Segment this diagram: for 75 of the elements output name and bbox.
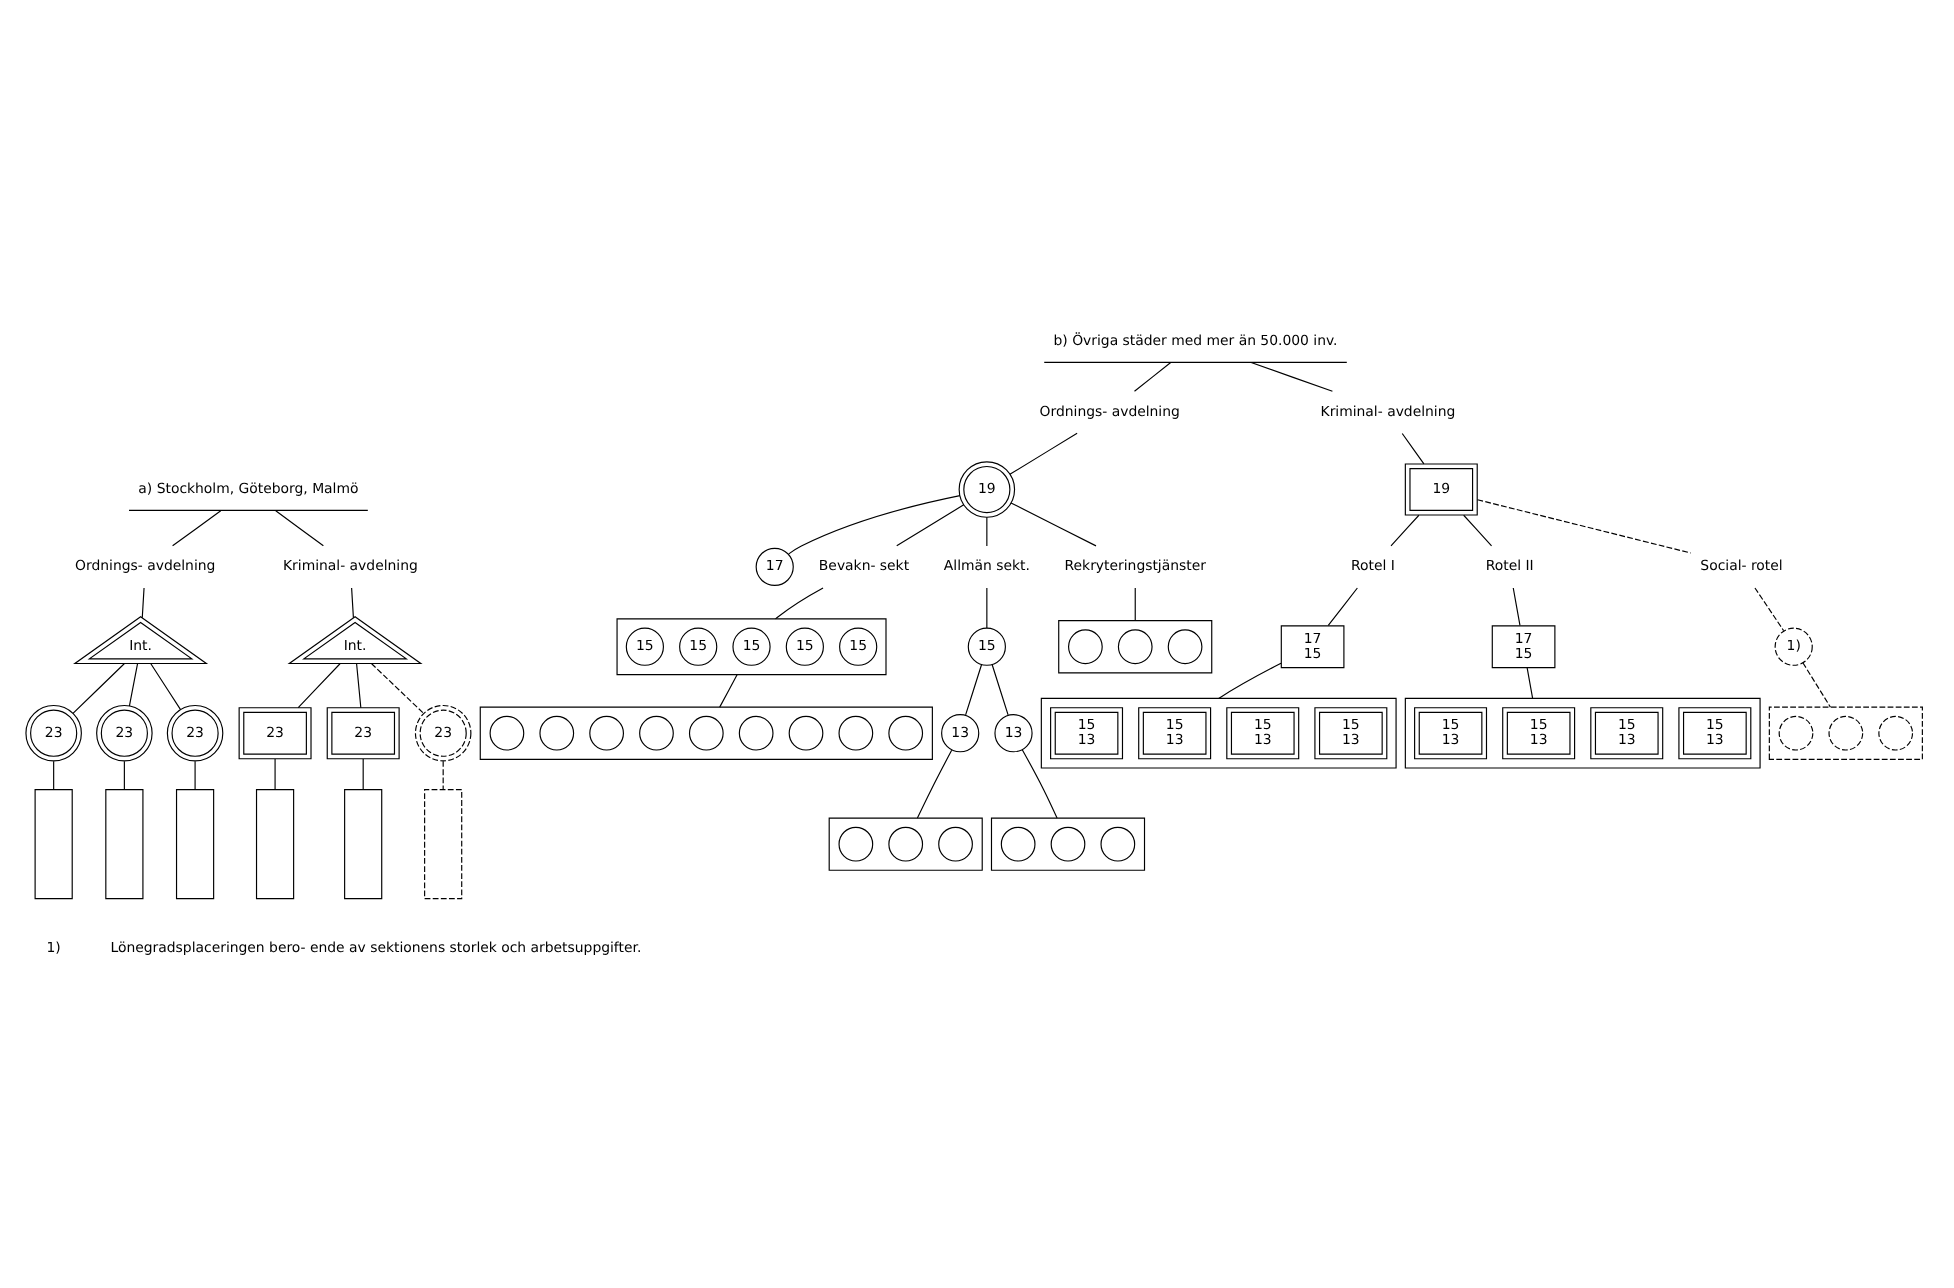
connector bbox=[72, 662, 125, 713]
cluster bbox=[1058, 619, 1213, 673]
connector bbox=[986, 515, 988, 546]
connector bbox=[371, 662, 425, 713]
connector bbox=[1476, 498, 1692, 553]
node-circle bbox=[888, 825, 924, 861]
node-box bbox=[424, 788, 463, 899]
connector bbox=[1021, 748, 1058, 818]
node-circle bbox=[539, 714, 575, 750]
connector bbox=[965, 662, 983, 715]
node-circle bbox=[838, 714, 874, 750]
node-box bbox=[344, 788, 383, 899]
node-circle bbox=[639, 714, 674, 750]
cluster bbox=[616, 617, 887, 675]
node-circle bbox=[688, 714, 724, 750]
connector bbox=[1133, 360, 1172, 391]
connector bbox=[788, 494, 961, 554]
connector bbox=[1802, 661, 1831, 707]
connector bbox=[141, 586, 145, 618]
node-circle bbox=[1778, 714, 1814, 750]
connector bbox=[1250, 360, 1333, 391]
connector bbox=[442, 759, 444, 789]
connector bbox=[356, 662, 362, 708]
node-circle bbox=[589, 714, 624, 750]
connector bbox=[351, 586, 354, 618]
node-circle bbox=[1828, 714, 1864, 750]
node-circle bbox=[888, 714, 924, 750]
connector bbox=[916, 748, 953, 818]
connector bbox=[1512, 586, 1521, 625]
connector bbox=[1390, 513, 1420, 546]
cluster bbox=[990, 816, 1146, 870]
node-circle bbox=[788, 714, 824, 750]
node-circle bbox=[1100, 825, 1136, 861]
node-circle bbox=[1000, 825, 1036, 861]
connector bbox=[274, 757, 276, 790]
node-circle bbox=[1878, 714, 1914, 750]
connector bbox=[896, 503, 965, 546]
cluster bbox=[828, 816, 983, 870]
node-box bbox=[105, 788, 144, 899]
cluster bbox=[1404, 696, 1761, 768]
node-circle bbox=[838, 825, 874, 861]
connector bbox=[123, 759, 125, 789]
connector bbox=[1327, 586, 1358, 625]
connector bbox=[128, 662, 139, 706]
connector bbox=[1218, 661, 1282, 699]
node-box bbox=[175, 788, 215, 899]
connector bbox=[1754, 586, 1785, 631]
node-circle bbox=[1068, 628, 1103, 664]
cluster bbox=[1040, 696, 1397, 768]
connector bbox=[194, 759, 196, 789]
node-circle bbox=[738, 714, 774, 750]
node-circle bbox=[1167, 628, 1203, 664]
connector bbox=[1401, 431, 1425, 464]
connector bbox=[275, 509, 324, 546]
connector bbox=[150, 662, 182, 710]
cluster bbox=[1768, 705, 1923, 759]
connector bbox=[1009, 431, 1078, 474]
cluster bbox=[479, 705, 933, 759]
node-box bbox=[255, 788, 295, 899]
connector bbox=[1010, 501, 1097, 546]
connector bbox=[719, 672, 738, 707]
node-box bbox=[34, 788, 73, 899]
connector bbox=[986, 586, 988, 628]
node-circle bbox=[1117, 628, 1153, 664]
node-circle bbox=[1050, 825, 1086, 861]
connector bbox=[297, 662, 341, 708]
connector bbox=[172, 509, 222, 546]
connector bbox=[53, 759, 55, 789]
connector bbox=[991, 662, 1009, 715]
connector bbox=[1526, 666, 1534, 699]
node-circle bbox=[938, 825, 973, 861]
node-circle bbox=[489, 714, 525, 750]
connector bbox=[1463, 513, 1493, 546]
connector bbox=[1134, 586, 1136, 621]
connector bbox=[362, 757, 364, 790]
